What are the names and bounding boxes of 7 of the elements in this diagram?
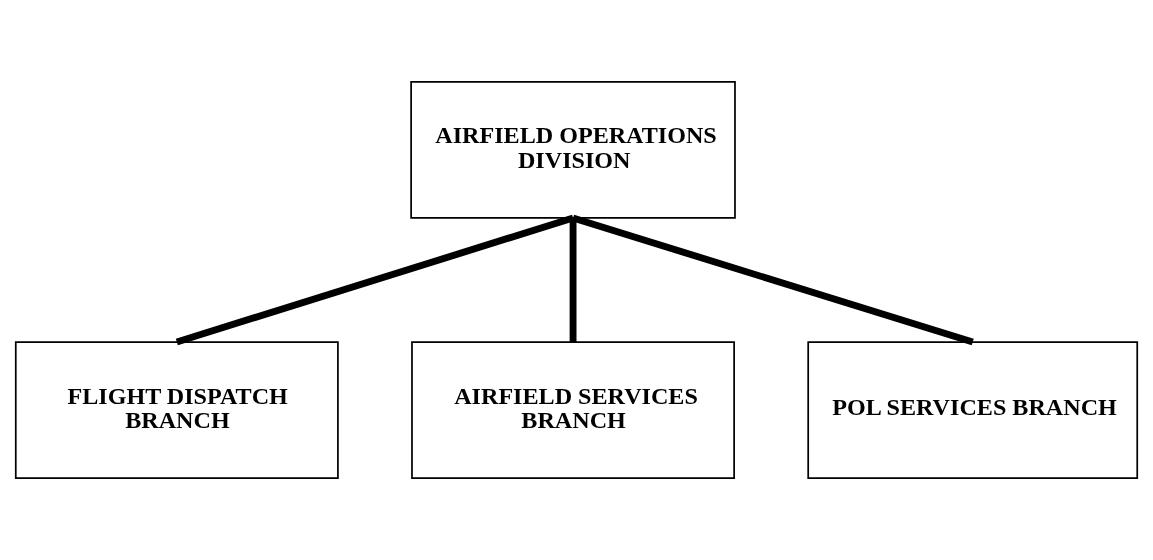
connector [572,214,974,346]
node-box: AIRFIELD OPERATIONS DIVISION [410,81,736,219]
connector [175,214,575,346]
node-box: POL SERVICES BRANCH [807,341,1139,479]
node-box: AIRFIELD SERVICES BRANCH [411,341,735,479]
connector [569,218,577,342]
node-box: FLIGHT DISPATCH BRANCH [14,341,339,479]
